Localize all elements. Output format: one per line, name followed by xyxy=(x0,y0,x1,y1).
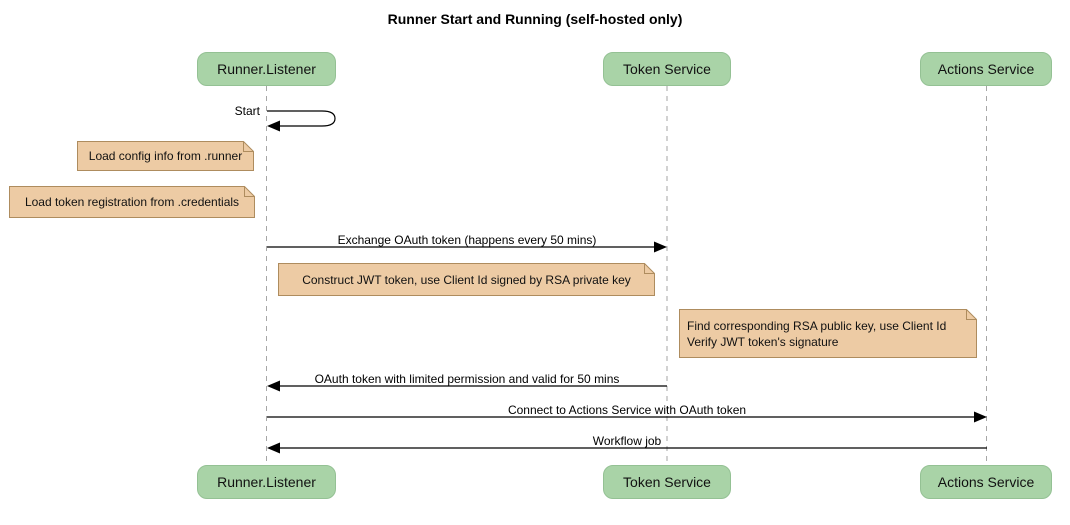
note-load-config-fold xyxy=(243,141,254,152)
self-message-start-line xyxy=(267,110,336,127)
participant-bottom-token-service: Token Service xyxy=(603,465,731,499)
diagram-title: Runner Start and Running (self-hosted on… xyxy=(387,11,683,27)
note-verify-jwt-line2: Verify JWT token's signature xyxy=(687,334,839,349)
participant-label: Actions Service xyxy=(937,61,1035,77)
note-construct-jwt-shape xyxy=(278,263,655,296)
participant-top-token-service: Token Service xyxy=(603,52,731,86)
note-load-config-shape xyxy=(77,141,254,171)
note-verify-jwt-shape xyxy=(679,309,977,358)
note-construct-jwt: Construct JWT token, use Client Id signe… xyxy=(278,263,655,296)
message-workflow-arrowhead xyxy=(267,442,280,454)
message-workflow-label: Workflow job xyxy=(592,434,662,448)
message-start-label: Start xyxy=(234,104,260,118)
note-verify-jwt: Find corresponding RSA public key, use C… xyxy=(679,309,977,358)
note-construct-jwt-fold xyxy=(644,263,655,274)
note-load-config: Load config info from .runner xyxy=(77,141,254,171)
participant-label: Token Service xyxy=(623,61,711,77)
message-connect-label: Connect to Actions Service with OAuth to… xyxy=(507,403,747,417)
note-load-token-shape xyxy=(9,186,255,218)
note-verify-jwt-fold xyxy=(966,309,977,320)
participant-label: Actions Service xyxy=(937,474,1035,490)
message-exchange-arrowhead xyxy=(654,241,667,253)
participant-label: Runner.Listener xyxy=(217,474,316,490)
participant-label: Runner.Listener xyxy=(217,61,316,77)
note-load-token: Load token registration from .credential… xyxy=(9,186,255,218)
participant-top-runner-listener: Runner.Listener xyxy=(197,52,336,86)
participant-bottom-actions-service: Actions Service xyxy=(920,465,1052,499)
self-message-start-arrowhead xyxy=(267,120,280,132)
note-load-token-text: Load token registration from .credential… xyxy=(24,195,240,209)
note-construct-jwt-text: Construct JWT token, use Client Id signe… xyxy=(302,272,631,287)
note-verify-jwt-line1: Find corresponding RSA public key, use C… xyxy=(687,318,947,333)
message-exchange-label: Exchange OAuth token (happens every 50 m… xyxy=(337,233,597,247)
message-oauth-return-label: OAuth token with limited permission and … xyxy=(314,372,620,386)
message-connect-arrowhead xyxy=(974,411,987,423)
message-oauth-return-arrowhead xyxy=(267,380,280,392)
note-load-config-text: Load config info from .runner xyxy=(88,149,243,163)
participant-label: Token Service xyxy=(623,474,711,490)
participant-top-actions-service: Actions Service xyxy=(920,52,1052,86)
note-load-token-fold xyxy=(244,186,255,197)
participant-bottom-runner-listener: Runner.Listener xyxy=(197,465,336,499)
